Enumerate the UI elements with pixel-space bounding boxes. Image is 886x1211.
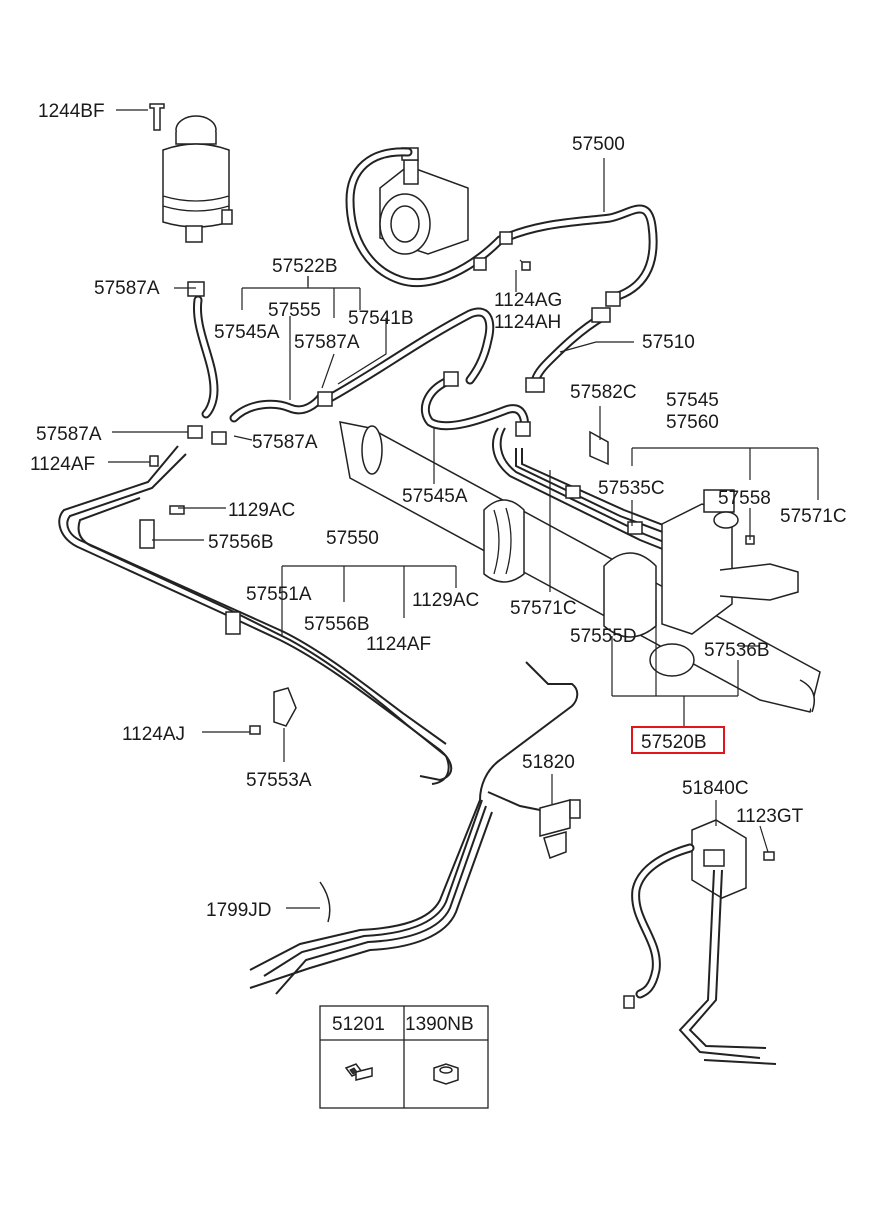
return-tube-57541B[interactable] bbox=[325, 307, 495, 403]
label-57558[interactable]: 57558 bbox=[718, 488, 771, 509]
feed-tube-57545A[interactable] bbox=[421, 371, 531, 437]
reservoir-tank[interactable] bbox=[116, 103, 233, 243]
hose-57522B[interactable] bbox=[187, 281, 333, 445]
label-57571C-2[interactable]: 57571C bbox=[510, 598, 577, 619]
label-57555D[interactable]: 57555D bbox=[570, 626, 637, 647]
label-1124AJ[interactable]: 1124AJ bbox=[122, 724, 185, 745]
label-57556B-2[interactable]: 57556B bbox=[304, 614, 370, 635]
label-57541B[interactable]: 57541B bbox=[348, 308, 414, 329]
cooler-lines-57550[interactable] bbox=[58, 445, 453, 785]
part-labels: 1244BF 57500 57522B 57587A 57555 57545A … bbox=[30, 101, 847, 921]
bolt-1124AG[interactable] bbox=[521, 261, 531, 271]
label-57587A-3[interactable]: 57587A bbox=[36, 424, 102, 445]
label-1124AH[interactable]: 1124AH bbox=[494, 312, 561, 333]
hose-57510[interactable] bbox=[525, 307, 611, 393]
label-57545[interactable]: 57545 bbox=[666, 390, 719, 411]
label-57550[interactable]: 57550 bbox=[326, 528, 379, 549]
bolt-1123GT[interactable] bbox=[763, 851, 775, 861]
parts-table: 51201 1390NB bbox=[319, 1005, 489, 1109]
label-57545A[interactable]: 57545A bbox=[214, 322, 280, 343]
label-57571C[interactable]: 57571C bbox=[780, 506, 847, 527]
bolt-1124AF[interactable] bbox=[149, 455, 159, 467]
nut-1390NB-icon bbox=[433, 1063, 459, 1085]
label-57553A[interactable]: 57553A bbox=[246, 770, 312, 791]
label-1799JD[interactable]: 1799JD bbox=[206, 900, 272, 921]
label-57536B[interactable]: 57536B bbox=[704, 640, 770, 661]
clip-57582C[interactable] bbox=[589, 430, 609, 466]
label-57582C[interactable]: 57582C bbox=[570, 382, 637, 403]
label-1129AC-2[interactable]: 1129AC bbox=[412, 590, 479, 611]
pressure-hose-57500[interactable] bbox=[345, 147, 658, 307]
label-1123GT[interactable]: 1123GT bbox=[736, 806, 804, 827]
bolt-51201-icon bbox=[344, 1063, 373, 1081]
label-57520B[interactable]: 57520B bbox=[641, 732, 707, 753]
clip-1799JD[interactable] bbox=[319, 881, 331, 923]
sensor-51840C[interactable] bbox=[623, 819, 777, 1065]
valve-51820[interactable] bbox=[539, 799, 581, 859]
label-57560[interactable]: 57560 bbox=[666, 412, 719, 433]
highlight-box-57520B bbox=[631, 726, 725, 754]
label-57535C[interactable]: 57535C bbox=[598, 478, 665, 499]
label-57587A-4[interactable]: 57587A bbox=[252, 432, 318, 453]
label-57545A-2[interactable]: 57545A bbox=[402, 486, 468, 507]
bracket-57556B[interactable] bbox=[139, 505, 185, 549]
label-57551A[interactable]: 57551A bbox=[246, 584, 312, 605]
label-1124AF[interactable]: 1124AF bbox=[30, 454, 95, 475]
label-57556B[interactable]: 57556B bbox=[208, 532, 274, 553]
table-header-51201: 51201 bbox=[332, 1014, 385, 1035]
label-1244BF[interactable]: 1244BF bbox=[38, 101, 105, 122]
label-1129AC[interactable]: 1129AC bbox=[228, 500, 295, 521]
power-steering-pump[interactable] bbox=[379, 147, 469, 255]
clamp-57553A[interactable] bbox=[249, 687, 297, 735]
label-57555[interactable]: 57555 bbox=[268, 300, 321, 321]
label-1124AF-2[interactable]: 1124AF bbox=[366, 634, 431, 655]
label-57510[interactable]: 57510 bbox=[642, 332, 695, 353]
label-1124AG[interactable]: 1124AG bbox=[494, 290, 562, 311]
table-header-1390NB: 1390NB bbox=[405, 1014, 474, 1035]
label-57587A[interactable]: 57587A bbox=[94, 278, 160, 299]
lower-lines[interactable] bbox=[249, 661, 579, 995]
label-57522B[interactable]: 57522B bbox=[272, 256, 338, 277]
leader-lines bbox=[108, 158, 819, 909]
label-57500[interactable]: 57500 bbox=[572, 134, 625, 155]
label-51840C[interactable]: 51840C bbox=[682, 778, 749, 799]
label-57587A-2[interactable]: 57587A bbox=[294, 332, 360, 353]
steering-gear-box-57520B[interactable] bbox=[339, 421, 821, 713]
label-51820[interactable]: 51820 bbox=[522, 752, 575, 773]
